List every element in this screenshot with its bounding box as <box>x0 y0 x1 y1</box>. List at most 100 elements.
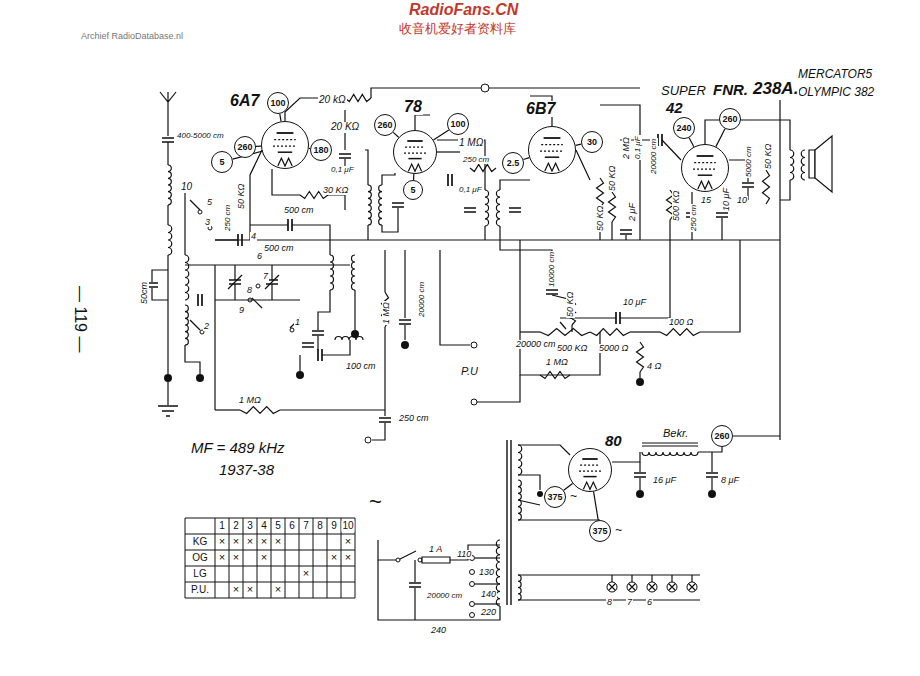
component-value: 140 <box>480 590 497 599</box>
capacitor-symbol <box>399 320 411 324</box>
resistor-symbol <box>300 192 328 199</box>
component-value: MERCATOR5 <box>797 68 873 81</box>
resistor-symbol <box>540 329 590 336</box>
terminal <box>290 328 294 332</box>
component-value: 9 <box>238 306 245 315</box>
wire <box>625 235 626 240</box>
component-value: 500 cm <box>263 244 295 253</box>
pilot-lamp <box>629 584 636 591</box>
table-cell: 6 <box>288 521 296 532</box>
coil-symbol <box>168 225 172 255</box>
voltage-callout: 240 <box>673 117 695 139</box>
pin-lead <box>309 148 310 149</box>
wire <box>520 331 540 332</box>
component-value: 2 μF <box>628 202 637 222</box>
table-cell: × <box>218 536 226 548</box>
pin-lead <box>523 158 529 160</box>
wire <box>378 560 500 620</box>
resistor-symbol <box>569 300 576 325</box>
wire <box>234 265 235 280</box>
wire <box>475 557 500 558</box>
wire <box>450 545 500 560</box>
component-value: 5000 Ω <box>598 344 629 353</box>
cathode-electrode <box>545 156 559 158</box>
component-value: 50 KΩ <box>608 165 617 192</box>
component-value: 5000 cm <box>745 145 753 178</box>
pilot-lamp <box>667 582 677 592</box>
pilot-lamp <box>689 584 696 591</box>
table-cell: × <box>232 584 240 596</box>
component-value: ~ <box>368 490 383 513</box>
wire <box>152 288 168 300</box>
capacitor-symbol <box>658 134 662 146</box>
component-value: 4 Ω <box>646 362 662 371</box>
transformer-core <box>507 440 511 605</box>
voltage-callout: 375 <box>589 520 611 542</box>
terminal <box>208 226 212 230</box>
wire <box>185 264 350 265</box>
chassis-dot <box>636 490 644 498</box>
wire <box>215 299 300 300</box>
pin-lead <box>433 130 448 140</box>
wire <box>215 239 780 240</box>
capacitor-symbol <box>448 174 452 186</box>
component-value: 0,1 μF <box>634 135 642 160</box>
voltage-value: 260 <box>714 432 729 441</box>
component-value: 100 Ω <box>668 318 694 327</box>
voltage-value: 100 <box>450 120 465 129</box>
table-cell: P.U. <box>190 585 210 596</box>
capacitor-symbol <box>546 290 558 294</box>
wire <box>167 382 168 405</box>
component-value: 240 <box>430 626 447 635</box>
component-value: 15 <box>700 196 712 205</box>
capacitor-symbol <box>339 154 351 158</box>
voltage-callout: 180 <box>310 139 332 161</box>
wire <box>404 250 405 318</box>
wire <box>518 475 540 490</box>
voltage-value: 375 <box>592 527 607 536</box>
chassis-dot <box>401 341 409 349</box>
wire <box>612 452 640 462</box>
component-value: 20000 cm <box>418 281 426 318</box>
wire <box>354 290 355 330</box>
wire <box>620 139 658 140</box>
wire <box>437 151 460 152</box>
wire <box>747 188 748 200</box>
resistor-symbol <box>609 192 616 222</box>
resistor-symbol <box>540 372 570 379</box>
capacitor-symbol <box>146 283 158 287</box>
component-value: 2 <box>203 322 210 331</box>
capacitor-symbol <box>706 473 718 477</box>
wire <box>779 100 780 440</box>
component-value: 4 <box>250 232 257 241</box>
wire <box>518 599 700 600</box>
capacitor-symbol <box>634 473 646 477</box>
wire <box>234 284 235 300</box>
tube-type: 6A7 <box>229 93 260 109</box>
component-value: 8 μF <box>720 476 740 485</box>
chassis-dot <box>296 371 304 379</box>
wire <box>271 265 272 280</box>
voltage-value: 240 <box>676 124 691 133</box>
wire <box>378 540 398 560</box>
component-value: 20000 cm <box>515 340 557 349</box>
voltage-value: 260 <box>722 115 737 124</box>
wire <box>371 88 640 98</box>
pin-lead <box>280 114 281 121</box>
chassis-dot <box>164 374 172 382</box>
terminal <box>365 437 371 443</box>
watermark: RadioFans.CN <box>408 2 519 19</box>
heater-filament <box>583 482 596 489</box>
capacitor-symbol <box>379 418 391 422</box>
coil-symbol <box>185 255 189 300</box>
table-cell: × <box>330 552 338 564</box>
table-cell: × <box>232 536 240 548</box>
voltage-value: 375 <box>547 493 562 502</box>
component-value: 8 <box>606 598 613 607</box>
wire <box>711 452 712 472</box>
tube-type: 6B7 <box>525 101 556 117</box>
wire <box>631 575 632 582</box>
component-value: 10 <box>180 182 193 193</box>
capacitor-symbol <box>302 343 314 347</box>
table-cell: × <box>344 536 352 548</box>
